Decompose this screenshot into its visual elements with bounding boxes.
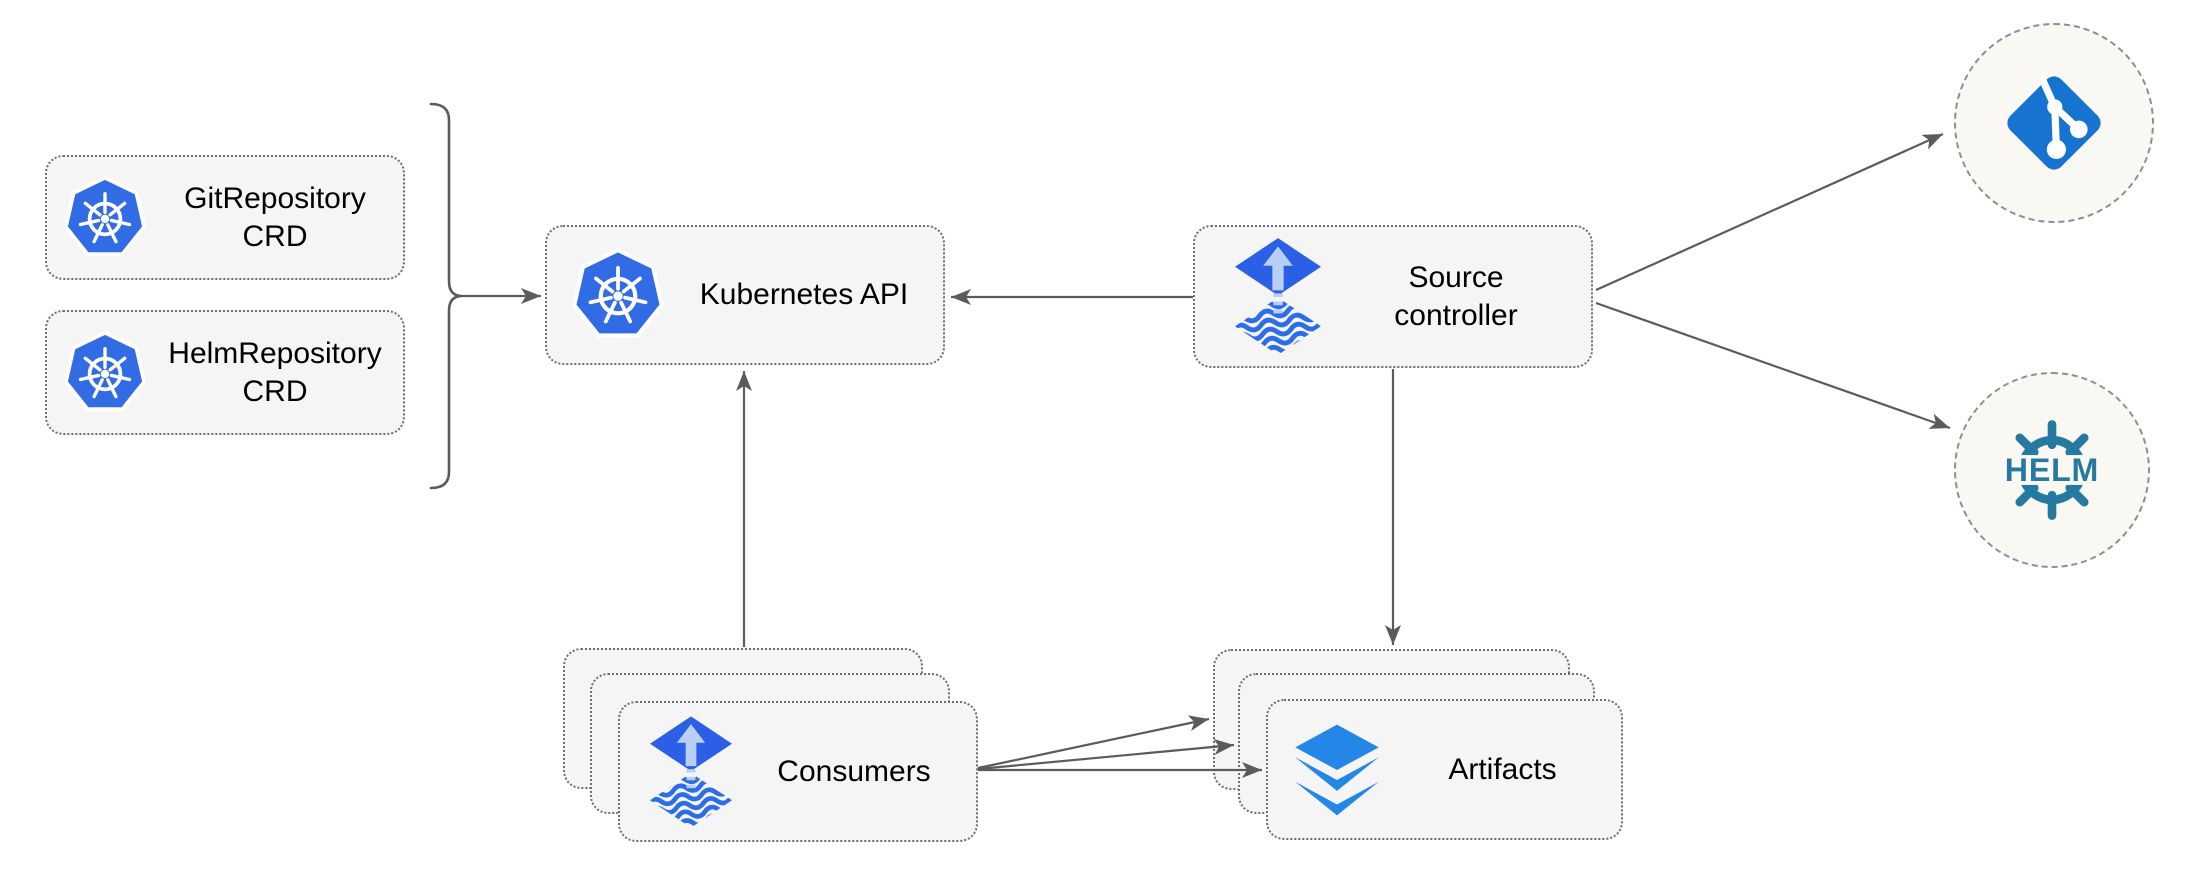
git-remote-circle bbox=[1954, 23, 2154, 223]
flux-icon bbox=[650, 715, 732, 828]
node-label: Artifacts bbox=[1448, 752, 1557, 786]
edge-consumers-to-artifacts-2 bbox=[977, 738, 1235, 771]
helm-icon: HELM bbox=[2001, 420, 2103, 520]
wheel-spokes bbox=[78, 191, 132, 243]
crd-group-bracket bbox=[429, 102, 463, 490]
flux-waves bbox=[650, 772, 732, 828]
node-git-repository-crd: GitRepository CRD bbox=[45, 155, 405, 280]
node-source-controller: Source controller bbox=[1193, 225, 1593, 368]
helm-wheel-handles bbox=[2015, 420, 2089, 520]
node-label: Kubernetes API bbox=[699, 278, 909, 312]
edge-source-controller-to-git bbox=[1595, 132, 1944, 292]
node-label: Source controller bbox=[1394, 261, 1518, 332]
flux-waves bbox=[1235, 297, 1321, 355]
edge-consumers-to-artifacts-1 bbox=[977, 715, 1210, 770]
node-kubernetes-api: Kubernetes API bbox=[545, 225, 945, 365]
helm-wordmark: HELM bbox=[2005, 452, 2099, 488]
kubernetes-icon bbox=[64, 330, 146, 411]
kubernetes-icon bbox=[572, 248, 664, 338]
git-icon bbox=[2007, 75, 2101, 170]
node-label: GitRepository CRD bbox=[184, 182, 366, 253]
helm-remote-circle: HELM bbox=[1954, 372, 2150, 568]
edge-source-controller-to-helm bbox=[1595, 301, 1951, 430]
layers-icon bbox=[1295, 724, 1379, 815]
flux-icon bbox=[1235, 238, 1321, 355]
node-artifacts: Artifacts bbox=[1266, 699, 1623, 840]
wheel-spokes bbox=[588, 265, 648, 324]
kubernetes-icon bbox=[64, 175, 146, 256]
node-consumers: Consumers bbox=[618, 701, 978, 842]
wheel-spokes bbox=[78, 346, 132, 398]
git-branch-glyph bbox=[2037, 75, 2088, 159]
node-helm-repository-crd: HelmRepository CRD bbox=[45, 310, 405, 435]
node-label: Consumers bbox=[777, 754, 931, 788]
node-label: HelmRepository CRD bbox=[168, 337, 382, 408]
